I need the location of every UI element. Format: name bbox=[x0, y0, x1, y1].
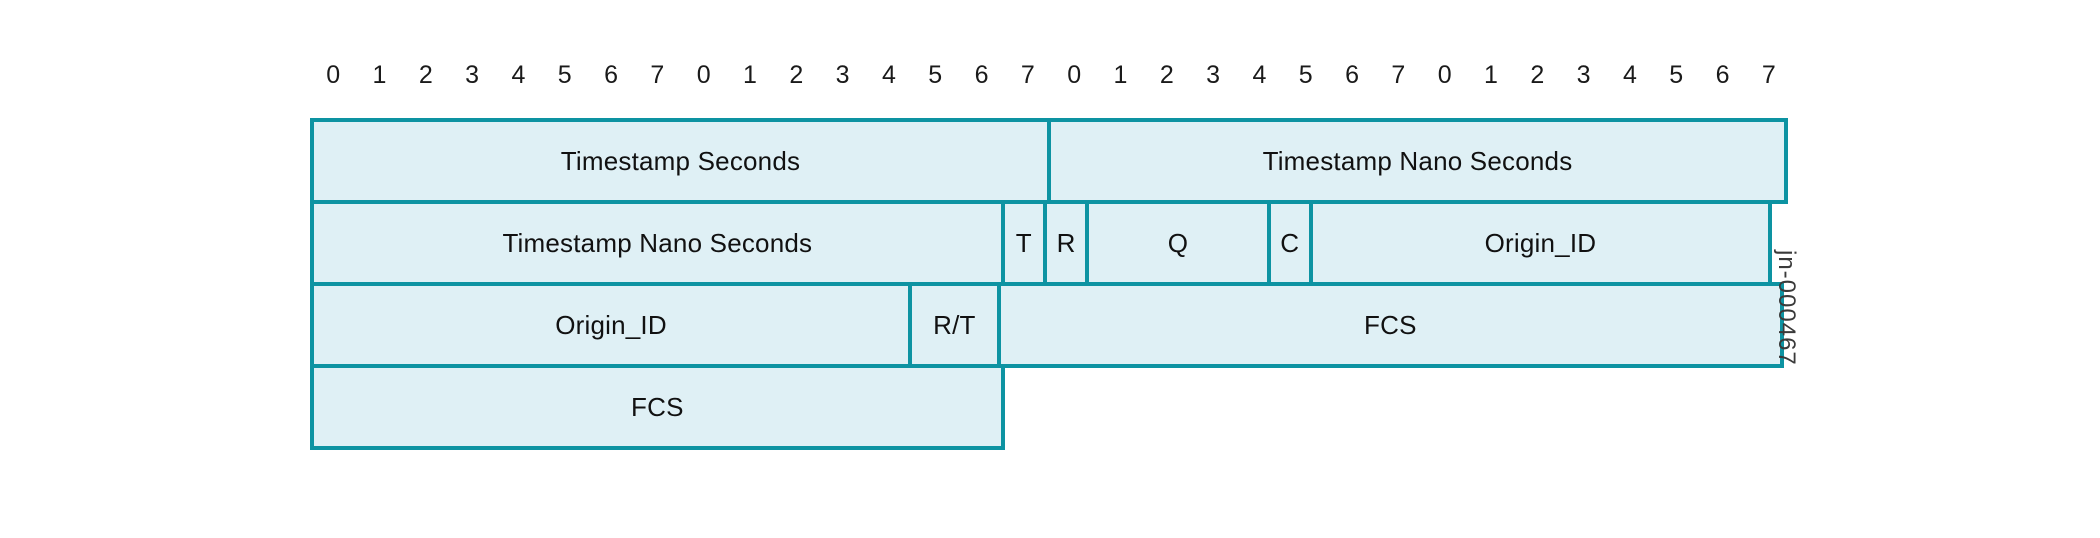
packet-field-cell: Origin_ID bbox=[1308, 200, 1772, 286]
bit-tick-26: 2 bbox=[1530, 61, 1545, 89]
packet-field-label: T bbox=[1015, 227, 1032, 258]
bit-tick-17: 1 bbox=[1113, 61, 1128, 89]
bit-tick-11: 3 bbox=[835, 61, 850, 89]
bit-tick-27: 3 bbox=[1576, 61, 1591, 89]
bit-tick-20: 4 bbox=[1252, 61, 1267, 89]
bit-tick-19: 3 bbox=[1206, 61, 1221, 89]
bit-tick-22: 6 bbox=[1345, 61, 1359, 89]
packet-field-cell: Timestamp Nano Seconds bbox=[1047, 118, 1788, 204]
bit-tick-3: 3 bbox=[465, 61, 480, 89]
bit-tick-16: 0 bbox=[1067, 61, 1082, 89]
bit-tick-15: 7 bbox=[1020, 61, 1035, 89]
packet-field-cell: FCS bbox=[996, 282, 1784, 368]
packet-field-cell: FCS bbox=[310, 364, 1005, 450]
bit-tick-14: 6 bbox=[974, 61, 989, 89]
packet-field-label: FCS bbox=[1364, 309, 1417, 340]
packet-field-label: Timestamp Nano Seconds bbox=[502, 227, 813, 258]
bit-tick-9: 1 bbox=[743, 61, 757, 89]
packet-field-cell: C bbox=[1266, 200, 1313, 286]
bit-tick-4: 4 bbox=[511, 61, 526, 89]
bit-position-ruler: 0 1 2 3 4 5 6 7 0 1 2 3 4 5 6 7 0 1 2 3 4 5 6 7 0 1 2 3 4 5 6 7 bbox=[310, 58, 1792, 92]
bit-tick-21: 5 bbox=[1298, 61, 1313, 89]
packet-field-label: FCS bbox=[631, 391, 684, 422]
packet-empty-cell bbox=[1001, 364, 1788, 450]
figure-watermark: jn-000467 bbox=[1773, 250, 1800, 366]
packet-row: Timestamp Seconds Timestamp Nano Seconds bbox=[310, 118, 1792, 204]
packet-field-cell: Q bbox=[1085, 200, 1271, 286]
bit-tick-30: 6 bbox=[1715, 61, 1730, 89]
packet-field-label: Q bbox=[1167, 227, 1189, 258]
packet-field-cell: Timestamp Nano Seconds bbox=[310, 200, 1005, 286]
bit-tick-29: 5 bbox=[1669, 61, 1684, 89]
bit-tick-8: 0 bbox=[696, 61, 711, 89]
bit-tick-1: 1 bbox=[372, 61, 387, 89]
bit-tick-23: 7 bbox=[1391, 61, 1406, 89]
bit-tick-2: 2 bbox=[418, 61, 433, 89]
packet-field-label: C bbox=[1280, 227, 1300, 258]
packet-field-cell: Timestamp Seconds bbox=[310, 118, 1051, 204]
bit-tick-28: 4 bbox=[1622, 61, 1637, 89]
bit-tick-12: 4 bbox=[881, 61, 896, 89]
bit-tick-5: 5 bbox=[557, 61, 572, 89]
bit-tick-25: 1 bbox=[1484, 61, 1498, 89]
packet-field-label: Timestamp Nano Seconds bbox=[1262, 145, 1573, 176]
bit-tick-10: 2 bbox=[789, 61, 804, 89]
packet-field-label: Origin_ID bbox=[1484, 227, 1597, 258]
bit-tick-0: 0 bbox=[326, 61, 341, 89]
packet-field-label: Origin_ID bbox=[555, 309, 667, 340]
bit-tick-24: 0 bbox=[1437, 61, 1452, 89]
bit-tick-6: 6 bbox=[604, 61, 618, 89]
packet-row: Origin_ID R/T FCS bbox=[310, 282, 1792, 368]
packet-field-cell: R bbox=[1043, 200, 1090, 286]
bit-tick-13: 5 bbox=[928, 61, 943, 89]
bit-tick-18: 2 bbox=[1159, 61, 1174, 89]
packet-field-label: R bbox=[1056, 227, 1076, 258]
bit-tick-7: 7 bbox=[650, 61, 665, 89]
packet-field-label: Timestamp Seconds bbox=[560, 145, 801, 176]
bit-tick-31: 7 bbox=[1761, 61, 1776, 89]
packet-row: FCS bbox=[310, 364, 1792, 450]
packet-field-cell: Origin_ID bbox=[310, 282, 913, 368]
packet-field-cell: R/T bbox=[908, 282, 1001, 368]
packet-field-label: R/T bbox=[933, 309, 976, 340]
packet-field-cell: T bbox=[1000, 200, 1047, 286]
